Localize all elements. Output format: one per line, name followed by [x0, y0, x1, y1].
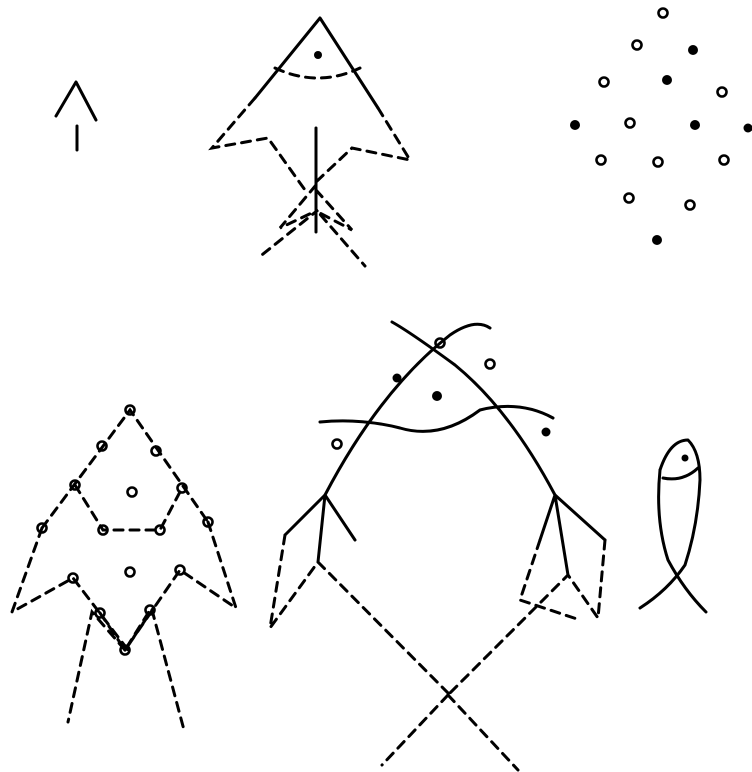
- cluster-ring: [686, 201, 695, 210]
- kite-gill-arc: [275, 68, 360, 78]
- small-fish-gill: [663, 468, 698, 479]
- cluster-ring: [718, 88, 727, 97]
- cluster-dot: [662, 75, 672, 85]
- dotted-fish-node: [128, 488, 137, 497]
- cluster-ring: [633, 41, 642, 50]
- dotted-fish-head: [42, 410, 208, 528]
- small-fish: [640, 440, 706, 612]
- arrow-head-stroke: [56, 82, 96, 120]
- kite-eye-dot: [314, 51, 322, 59]
- cluster-ring: [597, 156, 606, 165]
- crossing-fish-left-fin: [270, 535, 450, 695]
- dotted-fish-node: [126, 568, 135, 577]
- cluster-dot: [688, 45, 698, 55]
- crossing-fish-left-arc: [325, 324, 490, 495]
- cluster-dot: [570, 120, 580, 130]
- small-fish-eye: [682, 455, 689, 462]
- crossing-fish-dot: [393, 374, 402, 383]
- crossing-fish: [270, 322, 605, 770]
- dotted-fish: [12, 406, 236, 731]
- crossing-fish-tail-right: [448, 695, 518, 770]
- dotted-fish-tail-right: [125, 610, 184, 730]
- cluster-ring: [625, 194, 634, 203]
- crossing-fish-right-fin: [448, 540, 605, 695]
- kite-tail-left: [258, 185, 318, 258]
- crossing-fish-right-fork: [540, 495, 605, 575]
- crossing-fish-ring: [333, 440, 342, 449]
- arrow-sign: [56, 82, 96, 150]
- cluster-ring: [600, 78, 609, 87]
- kite-tail-right: [316, 190, 365, 266]
- cluster-dot: [690, 120, 700, 130]
- crossing-fish-left-fork: [285, 495, 355, 562]
- dotted-fish-node: [176, 566, 185, 575]
- cluster-ring: [659, 9, 668, 18]
- cluster-ring: [626, 119, 635, 128]
- dotted-fish-tail-left: [68, 612, 125, 722]
- crossing-fish-ring: [486, 360, 495, 369]
- cluster-dot: [744, 124, 752, 133]
- kite-head-outline: [255, 18, 378, 108]
- kite-right-fin: [316, 108, 410, 182]
- dotted-fish-right-fin: [125, 522, 236, 650]
- kite-left-fin: [212, 98, 305, 190]
- crossing-fish-right-fin-inner: [520, 540, 580, 620]
- cluster-ring: [720, 156, 729, 165]
- crossing-fish-dot: [432, 391, 442, 401]
- crossing-fish-dot: [542, 428, 551, 437]
- cluster-ring: [654, 158, 663, 167]
- cluster-dot: [652, 235, 662, 245]
- kite-fish: [212, 18, 410, 266]
- diamond-dot-cluster: [570, 9, 752, 246]
- small-fish-body: [640, 440, 700, 608]
- crossing-fish-tail-left: [382, 695, 448, 765]
- crossing-fish-wave: [320, 406, 553, 431]
